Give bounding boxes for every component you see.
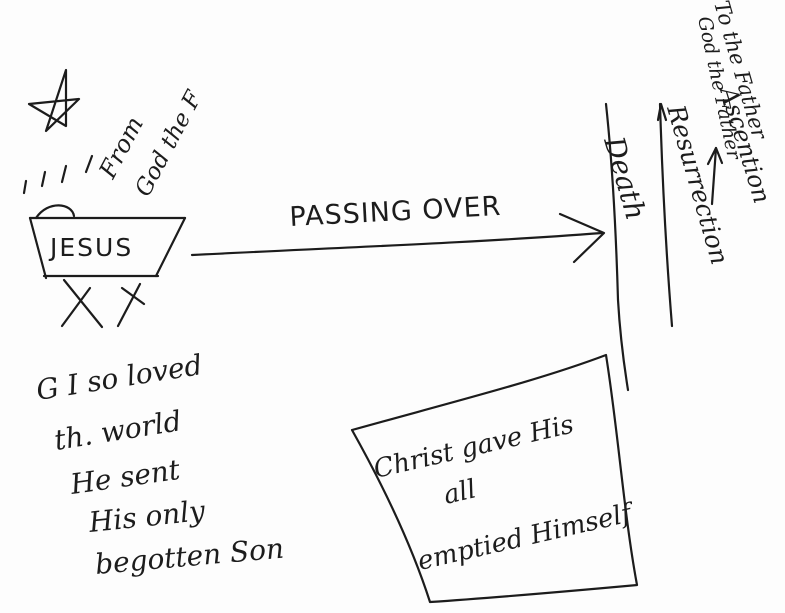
passing-over-label: PASSING OVER bbox=[289, 191, 502, 233]
god-the-f-label: God the F bbox=[130, 86, 208, 201]
box-line-2: all bbox=[441, 474, 479, 510]
ascension-arrow bbox=[706, 146, 724, 206]
star-doodle bbox=[27, 68, 81, 133]
verse-line-3: He sent bbox=[67, 453, 182, 501]
jesus-label: JESUS bbox=[48, 233, 133, 262]
box-line-1: Christ gave His bbox=[371, 410, 577, 485]
verse-line-1: G I so loved bbox=[34, 348, 205, 407]
resurrection-line bbox=[656, 102, 674, 328]
passing-over-arrow bbox=[190, 212, 606, 264]
verse-line-4: His only bbox=[86, 494, 207, 539]
kenosis-box bbox=[350, 353, 639, 604]
verse-line-5: begotten Son bbox=[94, 532, 286, 581]
verse-line-2: th. world bbox=[52, 404, 184, 457]
rays-doodle bbox=[22, 154, 94, 195]
death-label: Death bbox=[597, 132, 652, 224]
death-line bbox=[604, 102, 630, 392]
manger-doodle bbox=[28, 204, 187, 329]
